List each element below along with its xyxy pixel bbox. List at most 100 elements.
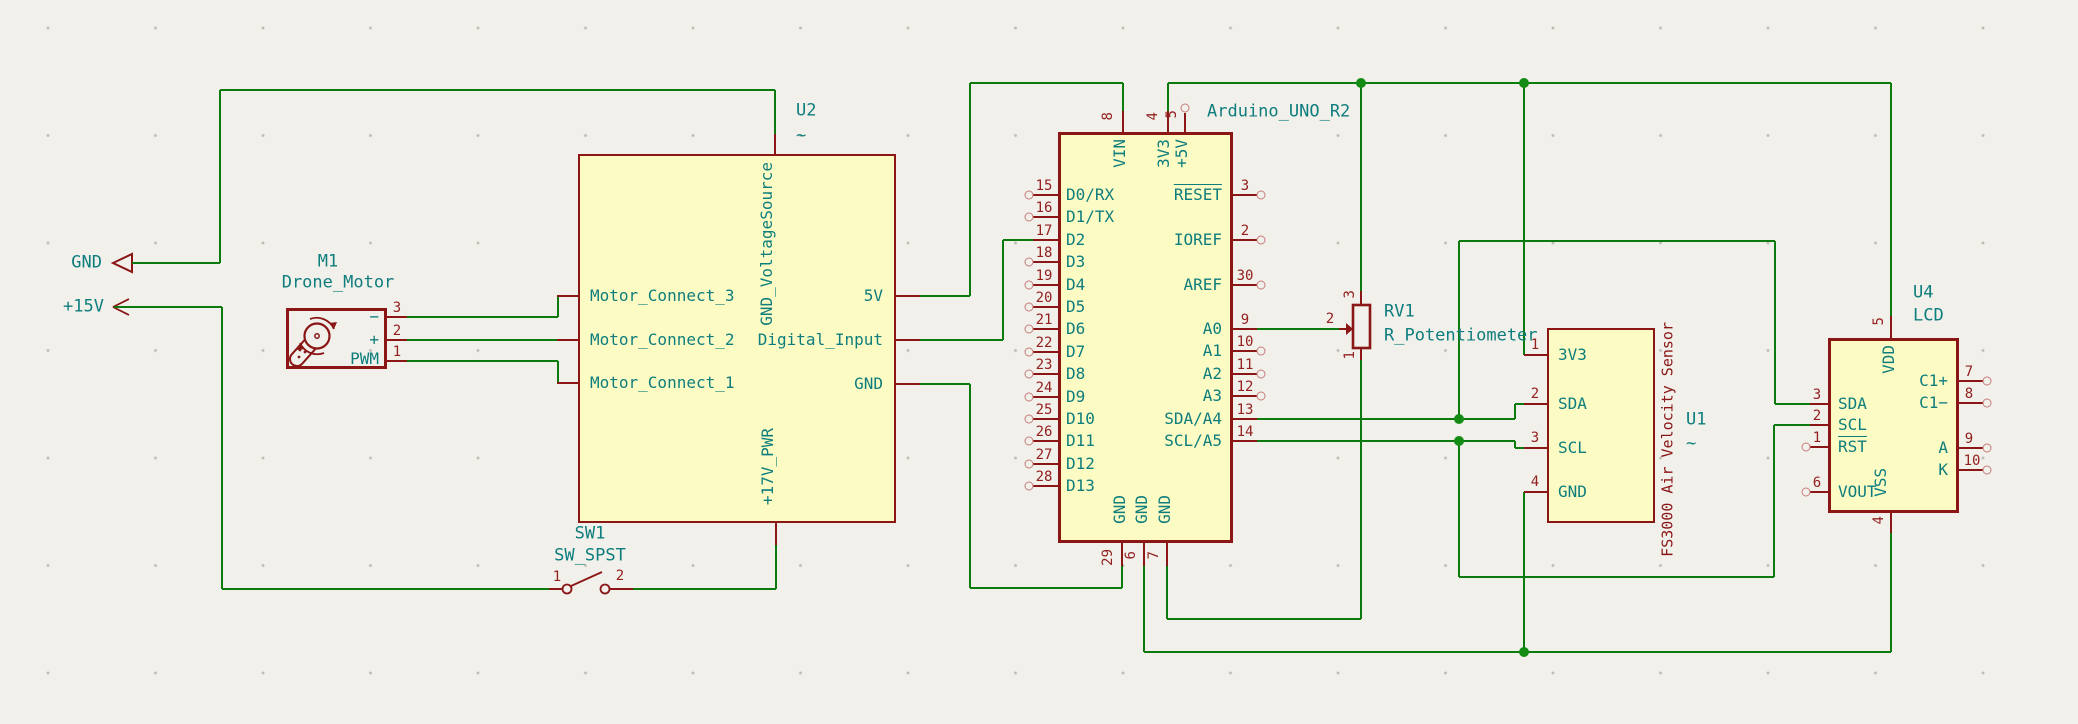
wire-segment[interactable] xyxy=(1257,440,1515,442)
unconnected-pin-circle xyxy=(1256,369,1266,379)
wire-segment[interactable] xyxy=(1775,403,1810,405)
wire-segment[interactable] xyxy=(920,383,970,385)
arduino-uno-body[interactable] xyxy=(1058,132,1233,543)
unconnected-pin-circle xyxy=(1982,376,1992,386)
wire-segment[interactable] xyxy=(222,588,550,590)
unconnected-pin-circle xyxy=(1180,103,1190,113)
arduino-pin-d8: D8 xyxy=(1066,364,1086,383)
arduino-pin21-number: 21 xyxy=(1035,312,1053,328)
switch-lever xyxy=(570,571,603,587)
pin-stub xyxy=(386,316,407,318)
wire-segment[interactable] xyxy=(1167,618,1361,620)
gnd-arrow-shape xyxy=(110,252,133,274)
pin-stub xyxy=(386,339,407,341)
wire-segment[interactable] xyxy=(1143,566,1145,652)
motor-icon[interactable] xyxy=(280,300,365,380)
wire-segment[interactable] xyxy=(1144,651,1891,653)
wire-segment[interactable] xyxy=(1890,533,1892,652)
wire-segment[interactable] xyxy=(219,90,221,263)
u4-ref: U4 xyxy=(1913,282,1934,303)
u4-lcd-body[interactable] xyxy=(1828,338,1959,513)
wire-segment[interactable] xyxy=(1515,447,1524,449)
wire-segment[interactable] xyxy=(407,339,557,341)
u1-pin2-number: 2 xyxy=(1530,386,1540,402)
m1-pin-plus-name: + xyxy=(369,330,379,349)
p15v-power-flag-icon[interactable] xyxy=(105,295,135,319)
wire-segment[interactable] xyxy=(1257,418,1515,420)
arduino-pin-d6: D6 xyxy=(1066,319,1086,338)
arduino-pin-a1: A1 xyxy=(1202,341,1222,360)
wire-segment[interactable] xyxy=(1257,328,1339,330)
pin-stub xyxy=(1524,403,1547,405)
arduino-pin-gnd-7: GND xyxy=(1155,495,1174,524)
pin-stub xyxy=(1810,491,1828,493)
wire-segment[interactable] xyxy=(970,82,1123,84)
u2-motor-driver-body[interactable] xyxy=(578,154,896,523)
wire-segment[interactable] xyxy=(1458,441,1460,577)
wire-segment[interactable] xyxy=(920,295,970,297)
unconnected-pin-circle xyxy=(1024,190,1034,200)
wire-segment[interactable] xyxy=(1514,404,1516,419)
wire-segment[interactable] xyxy=(1514,441,1516,448)
unconnected-pin-circle xyxy=(1982,465,1992,475)
wire-segment[interactable] xyxy=(1003,239,1033,241)
arduino-pin-d10: D10 xyxy=(1066,409,1095,428)
pin-stub xyxy=(1184,113,1186,132)
wire-segment[interactable] xyxy=(114,306,222,308)
u4-pin4-number: 4 xyxy=(1871,516,1887,525)
wire-segment[interactable] xyxy=(1458,241,1460,419)
u1-fs3000-body[interactable] xyxy=(1547,328,1655,523)
arduino-pin-gnd-29: GND xyxy=(1110,495,1129,524)
wire-segment[interactable] xyxy=(557,361,559,383)
m1-value: Drone_Motor xyxy=(281,272,395,293)
wire-segment[interactable] xyxy=(633,588,776,590)
wire-segment[interactable] xyxy=(969,83,971,296)
wire-segment[interactable] xyxy=(1168,82,1891,84)
wire-segment[interactable] xyxy=(132,262,220,264)
unconnected-pin-circle xyxy=(1024,280,1034,290)
wire-segment[interactable] xyxy=(1459,576,1774,578)
arduino-pin-aref: AREF xyxy=(1183,275,1222,294)
pin-stub xyxy=(1810,424,1828,426)
wire-segment[interactable] xyxy=(407,360,558,362)
wire-segment[interactable] xyxy=(1360,360,1362,619)
wire-segment[interactable] xyxy=(775,545,777,589)
wire-segment[interactable] xyxy=(1774,424,1810,426)
wire-segment[interactable] xyxy=(407,316,558,318)
wire-segment[interactable] xyxy=(920,339,1003,341)
wire-segment[interactable] xyxy=(1523,492,1525,652)
pin-stub xyxy=(1958,469,1983,471)
wire-segment[interactable] xyxy=(1773,425,1775,577)
wire-segment[interactable] xyxy=(1122,83,1124,111)
wire-segment[interactable] xyxy=(970,587,1122,589)
pot-wiper-arrowhead xyxy=(1346,323,1353,335)
wire-segment[interactable] xyxy=(1121,566,1123,588)
wire-segment[interactable] xyxy=(774,90,776,134)
pin-stub xyxy=(774,134,776,154)
wire-segment[interactable] xyxy=(1002,240,1004,340)
wire-segment[interactable] xyxy=(1515,403,1524,405)
rv1-value: R_Potentiometer xyxy=(1384,325,1538,346)
wire-segment[interactable] xyxy=(969,384,971,588)
wire-segment[interactable] xyxy=(1890,83,1892,316)
u1-pin-sda: SDA xyxy=(1558,394,1587,413)
arduino-pin-gnd-6: GND xyxy=(1132,495,1151,524)
wire-segment[interactable] xyxy=(1167,83,1169,111)
wire-segment[interactable] xyxy=(1166,566,1168,619)
pin-stub xyxy=(1890,316,1892,338)
m1-drone-motor-body[interactable] xyxy=(286,308,387,369)
wire-segment[interactable] xyxy=(221,307,223,589)
wire-segment[interactable] xyxy=(1774,241,1776,404)
arduino-pin6-number: 6 xyxy=(1123,551,1139,560)
wire-segment[interactable] xyxy=(1523,83,1525,355)
wire-segment[interactable] xyxy=(557,296,559,317)
wire-segment[interactable] xyxy=(1360,83,1362,291)
wire-segment[interactable] xyxy=(220,89,775,91)
arduino-pin-d9: D9 xyxy=(1066,387,1086,406)
unconnected-pin-circle xyxy=(1256,235,1266,245)
u1-pin1-number: 1 xyxy=(1530,337,1540,353)
sw1-pin1-number: 1 xyxy=(552,569,562,585)
wire-segment[interactable] xyxy=(1459,240,1775,242)
u4-pin-scl: SCL xyxy=(1838,415,1867,434)
